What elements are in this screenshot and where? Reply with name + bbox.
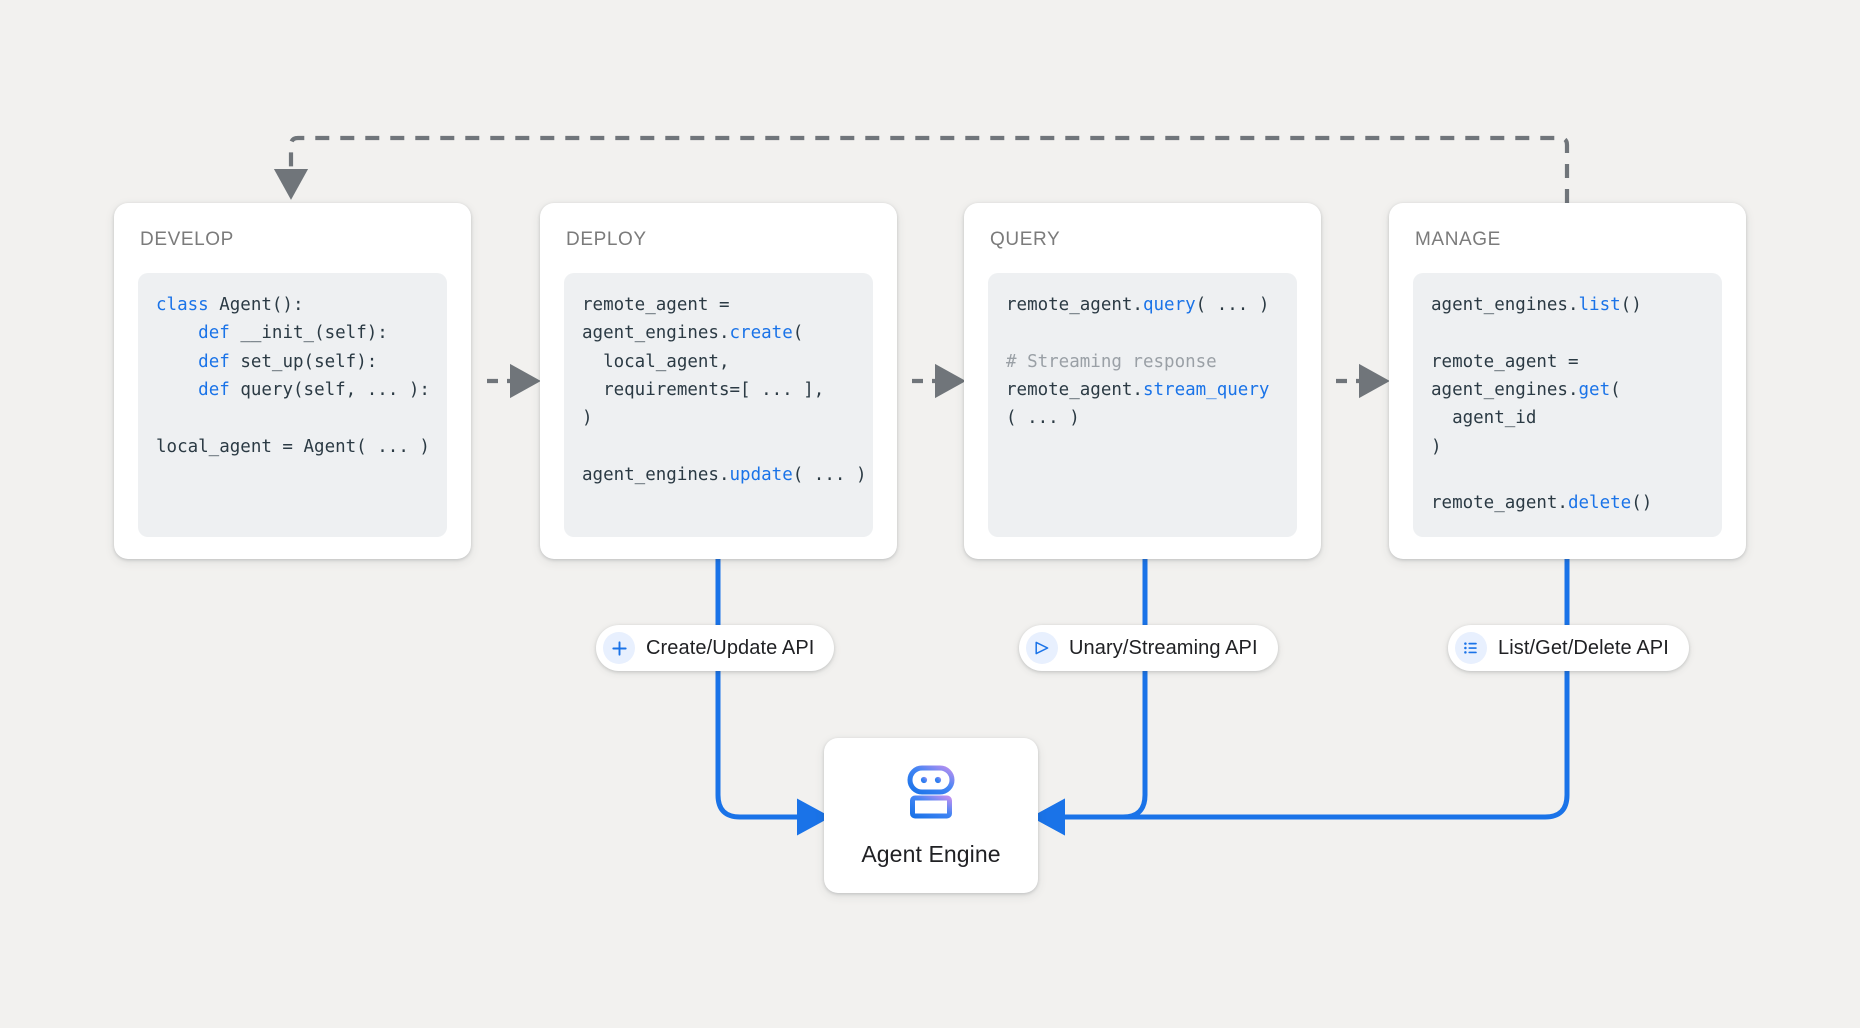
api-pill-unary-streaming[interactable]: Unary/Streaming API [1019,625,1278,671]
stage-title-develop: DEVELOP [140,229,234,250]
api-pill-list-get-delete[interactable]: List/Get/Delete API [1448,625,1689,671]
list-icon [1455,632,1487,664]
stage-title-query: QUERY [990,229,1061,250]
code-block-develop: class Agent(): def __init_(self): def se… [138,273,447,537]
stage-title-deploy: DEPLOY [566,229,647,250]
robot-icon [899,764,963,825]
stage-title-manage: MANAGE [1415,229,1501,250]
feedback-dashed-arrow [273,135,1570,203]
stage-card-deploy: DEPLOY remote_agent = agent_engines.crea… [540,203,897,559]
code-block-deploy: remote_agent = agent_engines.create( loc… [564,273,873,537]
stage-card-query: QUERY remote_agent.query( ... ) # Stream… [964,203,1321,559]
agent-engine-label: Agent Engine [861,840,1001,867]
api-pill-create-update[interactable]: Create/Update API [596,625,835,671]
send-icon [1026,632,1058,664]
line-deploy-to-agent-engine [715,559,832,836]
agent-engine-node[interactable]: Agent Engine [824,738,1038,893]
line-query-to-agent-engine [1030,559,1148,836]
code-block-manage: agent_engines.list() remote_agent = agen… [1413,273,1722,537]
code-block-query: remote_agent.query( ... ) # Streaming re… [988,273,1297,537]
api-pill-label-list-get-delete: List/Get/Delete API [1498,636,1669,659]
stage-card-develop: DEVELOP class Agent(): def __init_(self)… [114,203,471,559]
stage-card-manage: MANAGE agent_engines.list() remote_agent… [1389,203,1746,559]
api-pill-label-create-update: Create/Update API [646,636,815,659]
api-pill-label-unary-streaming: Unary/Streaming API [1069,636,1258,659]
plus-icon [603,632,635,664]
line-manage-to-agent-engine [1030,559,1570,836]
